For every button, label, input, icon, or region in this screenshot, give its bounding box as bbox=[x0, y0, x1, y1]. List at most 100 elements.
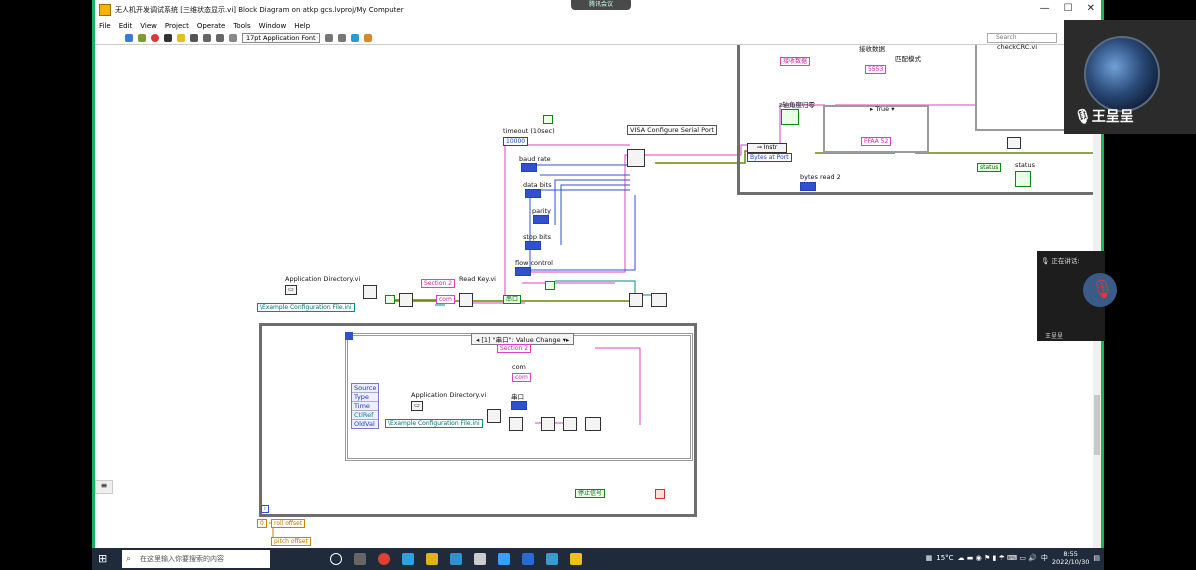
read-key-node[interactable] bbox=[459, 293, 473, 307]
status-local-variable[interactable]: status bbox=[977, 163, 1002, 172]
zero-constant[interactable]: 0 bbox=[257, 519, 267, 528]
serial-port-terminal[interactable] bbox=[511, 401, 527, 410]
status-indicator-led[interactable] bbox=[1015, 171, 1031, 187]
distribute-icon[interactable] bbox=[337, 34, 346, 42]
parity-control[interactable] bbox=[533, 215, 549, 224]
speaker-header-text: 正在讲话: bbox=[1051, 257, 1080, 265]
com-constant[interactable]: com bbox=[436, 295, 455, 304]
calculator-icon[interactable] bbox=[522, 553, 534, 565]
build-path-node[interactable] bbox=[363, 285, 377, 299]
pause-icon[interactable] bbox=[164, 34, 172, 42]
folder-icon[interactable]: ▭ bbox=[285, 285, 297, 295]
pen-icon[interactable] bbox=[402, 553, 414, 565]
close-config-node[interactable] bbox=[651, 293, 667, 307]
folder-icon-2[interactable]: ▭ bbox=[411, 401, 423, 411]
menu-project[interactable]: Project bbox=[164, 22, 189, 30]
input-language[interactable]: 中 bbox=[1040, 554, 1048, 562]
true-case-selector[interactable]: ▸ True ▾ bbox=[870, 105, 895, 113]
abort-icon[interactable] bbox=[151, 34, 159, 42]
menu-file[interactable]: File bbox=[99, 22, 111, 30]
open-config-node-2[interactable] bbox=[509, 417, 523, 431]
highlight-bulb-icon[interactable] bbox=[177, 34, 185, 42]
labview-taskbar-icon[interactable] bbox=[570, 553, 582, 565]
presenter-video-card[interactable]: 🎙王呈呈 bbox=[1064, 20, 1196, 134]
z-zero-button[interactable] bbox=[781, 109, 799, 125]
notification-icon[interactable]: ▤ bbox=[1093, 554, 1100, 562]
note-app-icon[interactable] bbox=[498, 553, 510, 565]
navigation-toggle[interactable]: ≡ bbox=[95, 480, 113, 494]
com-label: com bbox=[512, 363, 526, 371]
open-config-node[interactable] bbox=[399, 293, 413, 307]
stop-bits-control[interactable] bbox=[525, 241, 541, 250]
bytes-at-port-property[interactable]: Bytes at Port bbox=[747, 153, 792, 162]
minimize-icon[interactable]: — bbox=[1039, 3, 1050, 14]
menu-window[interactable]: Window bbox=[258, 22, 287, 30]
event-timeout-terminal[interactable] bbox=[345, 332, 353, 340]
menu-tools[interactable]: Tools bbox=[233, 22, 251, 30]
bool-false-constant[interactable] bbox=[543, 115, 553, 124]
retain-wire-icon[interactable] bbox=[190, 34, 198, 42]
weather-icon[interactable]: ▦ bbox=[925, 554, 933, 562]
com-constant-2[interactable]: com bbox=[512, 373, 531, 382]
presenter-name-text: 王呈呈 bbox=[1091, 109, 1134, 125]
visa-configure-node[interactable] bbox=[627, 149, 645, 167]
align-icon[interactable] bbox=[324, 34, 333, 42]
menu-help[interactable]: Help bbox=[294, 22, 311, 30]
font-select[interactable]: 17pt Application Font bbox=[242, 33, 320, 43]
menu-view[interactable]: View bbox=[140, 22, 157, 30]
bytes-read-2-indicator[interactable] bbox=[800, 182, 816, 191]
maximize-icon[interactable]: ☐ bbox=[1063, 3, 1073, 14]
bool-false-constant-3[interactable] bbox=[545, 281, 555, 290]
section2-constant[interactable]: Section 2 bbox=[421, 279, 456, 288]
taskbar-search-input[interactable]: ⌕ 在这里输入你要搜索的内容 bbox=[122, 550, 270, 568]
speaker-card[interactable]: 🎙 正在讲话: 🎙 王呈呈 bbox=[1037, 251, 1117, 341]
hex-ffaa52-constant[interactable]: FFAA 52 bbox=[861, 137, 892, 146]
visa-read-node[interactable]: ⊸ Instr bbox=[747, 143, 787, 153]
tray-icons[interactable]: ☁ ▬ ◉ ⚑ ▮ ☂ ⌨ ▭ 🔊 bbox=[957, 554, 1037, 562]
vertical-scroll-thumb[interactable] bbox=[1094, 395, 1100, 455]
taskbar-search-placeholder: 在这里输入你要搜索的内容 bbox=[140, 555, 224, 563]
cortana-icon[interactable] bbox=[330, 553, 342, 565]
feather-app-icon[interactable] bbox=[450, 553, 462, 565]
run-continuous-icon[interactable] bbox=[138, 34, 146, 42]
run-arrow-icon[interactable] bbox=[125, 34, 133, 42]
meeting-indicator[interactable]: 腾讯会议 bbox=[571, 0, 631, 10]
write-config-node[interactable] bbox=[629, 293, 643, 307]
data-bits-control[interactable] bbox=[525, 189, 541, 198]
reorder-icon[interactable] bbox=[350, 34, 359, 42]
section2-constant-2[interactable]: Section 2 bbox=[497, 344, 532, 353]
menu-edit[interactable]: Edit bbox=[118, 22, 133, 30]
cleanup-icon[interactable] bbox=[363, 34, 372, 42]
file-explorer-icon[interactable] bbox=[426, 553, 438, 565]
flow-control-control[interactable] bbox=[515, 267, 531, 276]
close-config-node-2[interactable] bbox=[563, 417, 577, 431]
receive-data-control[interactable]: 接收数据 bbox=[780, 57, 811, 66]
step-into-icon[interactable] bbox=[203, 34, 211, 42]
search-input[interactable]: Search bbox=[987, 33, 1057, 43]
hex-5553-constant[interactable]: 5553 bbox=[865, 65, 887, 74]
stop-signal-local-variable[interactable]: 停止信号 bbox=[575, 489, 606, 498]
step-over-icon[interactable] bbox=[216, 34, 224, 42]
clock[interactable]: 8:55 2022/10/30 bbox=[1052, 550, 1089, 566]
close-icon[interactable]: ✕ bbox=[1086, 3, 1095, 14]
windows-start-icon[interactable]: ⊞ bbox=[98, 552, 108, 565]
task-view-icon[interactable] bbox=[354, 553, 366, 565]
menu-operate[interactable]: Operate bbox=[196, 22, 226, 30]
timeout-constant[interactable]: 10000 bbox=[503, 137, 529, 146]
error-handler-node[interactable] bbox=[585, 417, 601, 431]
bool-false-constant-2[interactable] bbox=[385, 295, 395, 304]
roll-offset-local-variable[interactable]: roll offset bbox=[271, 519, 306, 528]
baud-rate-control[interactable] bbox=[521, 163, 537, 172]
stop-terminal[interactable] bbox=[655, 489, 665, 499]
config-file-constant-2[interactable]: \Example Configuration File.ini bbox=[385, 419, 483, 428]
step-out-icon[interactable] bbox=[229, 34, 237, 42]
photos-app-icon[interactable] bbox=[546, 553, 558, 565]
config-file-constant[interactable]: \Example Configuration File.ini bbox=[257, 303, 355, 312]
build-path-node-2[interactable] bbox=[487, 409, 501, 423]
chrome-icon[interactable] bbox=[378, 553, 390, 565]
write-key-node[interactable] bbox=[541, 417, 555, 431]
pitch-offset-local-variable[interactable]: pitch offset bbox=[271, 537, 311, 546]
serial-port-local-variable[interactable]: 串口 bbox=[503, 295, 522, 304]
camera-app-icon[interactable] bbox=[474, 553, 486, 565]
bool-node[interactable] bbox=[1007, 137, 1021, 149]
